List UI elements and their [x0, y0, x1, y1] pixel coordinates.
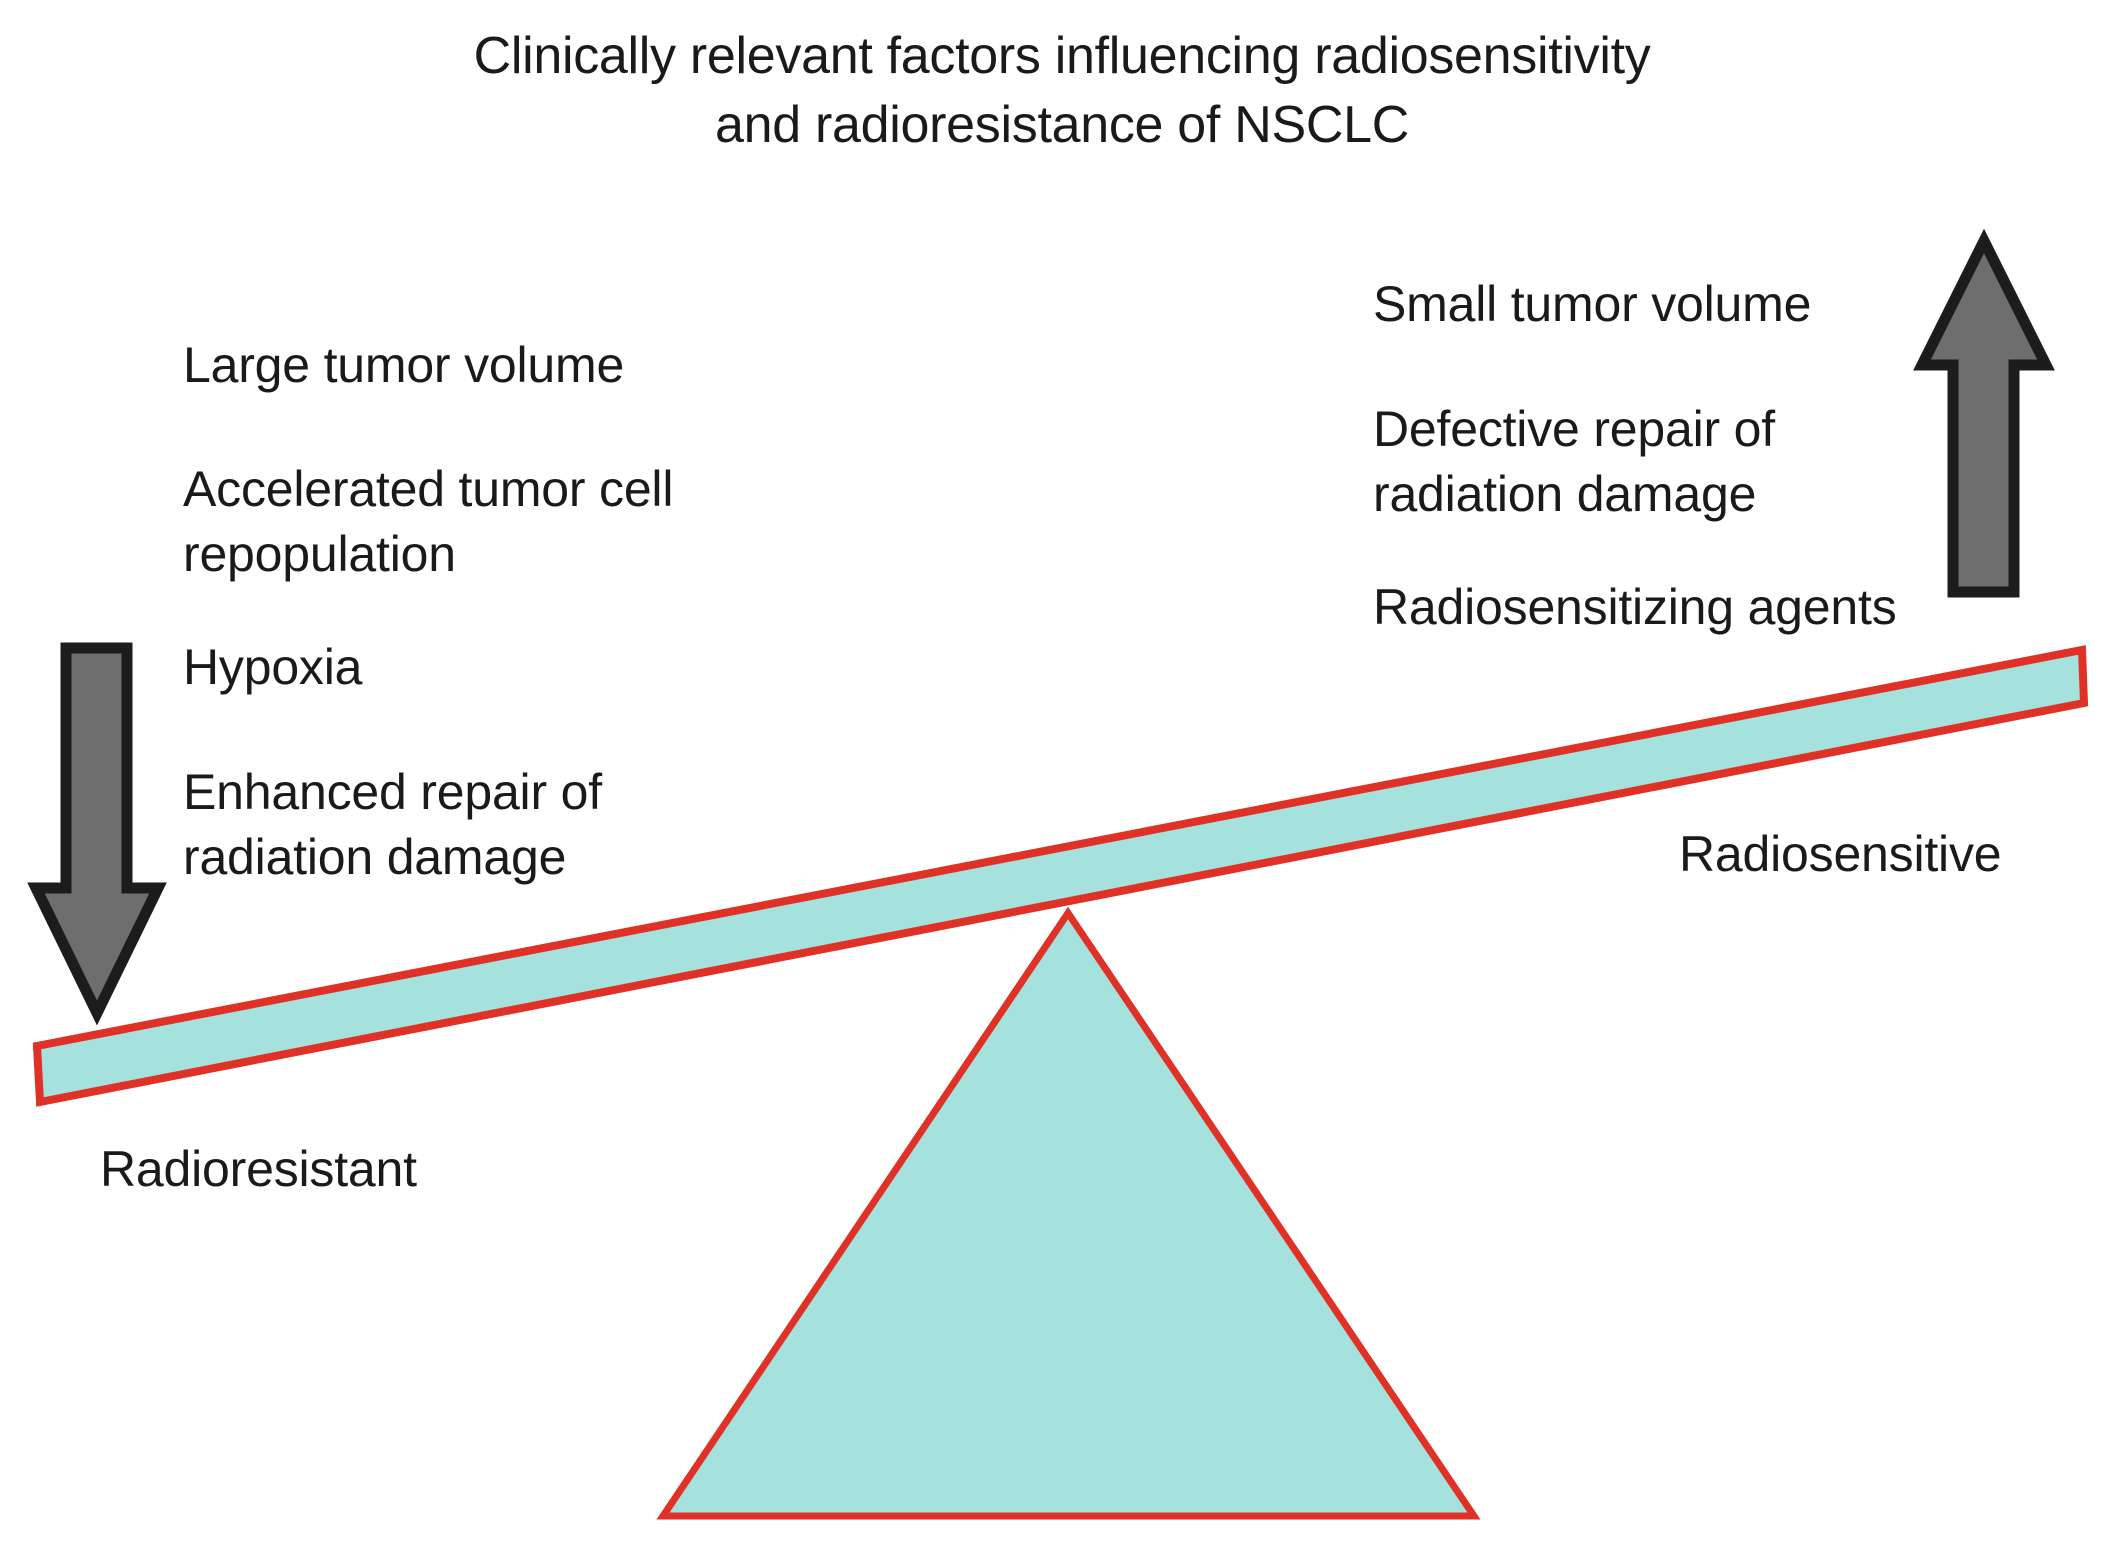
fulcrum-triangle [656, 906, 1481, 1520]
left-factor-item: Large tumor volume [183, 337, 625, 393]
radiosensitive-label: Radiosensitive [1679, 826, 2002, 882]
arrow-up-icon [1913, 228, 2055, 598]
left-factor-item: Hypoxia [183, 639, 363, 695]
page-title: Clinically relevant factors influencing … [473, 27, 1651, 154]
right-factor-item: Radiosensitizing agents [1373, 579, 1897, 635]
radioresistant-label: Radioresistant [100, 1141, 417, 1197]
right-factor-item: Defective repair of radiation damage [1373, 401, 1775, 522]
balance-beam [32, 645, 2089, 1107]
left-factor-item: Accelerated tumor cell repopulation [183, 461, 674, 582]
arrow-down-icon [27, 642, 167, 1026]
left-factor-item: Enhanced repair of radiation damage [183, 764, 602, 885]
right-factor-item: Small tumor volume [1373, 276, 1812, 332]
